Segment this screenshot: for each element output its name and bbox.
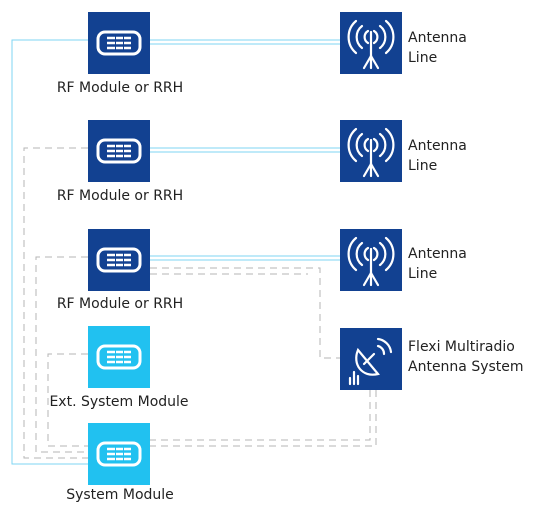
fmas-label-line1: Flexi Multiradio — [408, 339, 515, 355]
rf-module-icon — [96, 247, 142, 273]
ext-system-link — [47, 353, 88, 447]
rf-module-1 — [88, 12, 150, 74]
antenna-line-1 — [340, 12, 402, 74]
fmas-label: Flexi Multiradio Antenna System — [408, 337, 524, 377]
antenna-line-2 — [340, 120, 402, 182]
antenna-line-3-label-line1: Antenna — [408, 246, 467, 262]
ext-system-module-label: Ext. System Module — [49, 394, 189, 410]
antenna-line-2-label-line2: Line — [408, 158, 438, 174]
system-module — [88, 423, 150, 485]
rf-module-1-label: RF Module or RRH — [56, 80, 184, 96]
ext-system-module — [88, 326, 150, 388]
rf-module-2 — [88, 120, 150, 182]
rf-module-3-label: RF Module or RRH — [56, 296, 184, 312]
antenna-icon — [347, 236, 395, 287]
system-module-label: System Module — [66, 487, 174, 503]
rf2-system-link — [23, 147, 88, 459]
rf-module-3 — [88, 229, 150, 291]
antenna-line-1-label: Antenna Line — [408, 28, 467, 68]
antenna-line-2-label: Antenna Line — [408, 136, 467, 176]
ext-system-module-icon — [96, 344, 142, 370]
antenna-line-1-label-line2: Line — [408, 50, 438, 66]
antenna-line-3-label-line2: Line — [408, 266, 438, 282]
rf-module-icon — [96, 30, 142, 56]
rf-module-icon — [96, 138, 142, 164]
system-module-icon — [96, 441, 142, 467]
antenna-icon — [347, 19, 395, 70]
antenna-icon — [347, 127, 395, 178]
antenna-line-3-label: Antenna Line — [408, 244, 467, 284]
rf3-fmas-link — [150, 267, 340, 359]
rf-module-2-label: RF Module or RRH — [56, 188, 184, 204]
antenna-line-2-label-line1: Antenna — [408, 138, 467, 154]
antenna-line-3 — [340, 229, 402, 291]
fmas-label-line2: Antenna System — [408, 359, 524, 375]
rf1-system-link — [11, 39, 88, 465]
flexi-multiradio-antenna-system — [340, 328, 402, 390]
antenna-line-1-label-line1: Antenna — [408, 30, 467, 46]
satellite-dish-icon — [348, 337, 393, 386]
fmas-system-link — [150, 390, 377, 447]
rf3-system-link — [35, 256, 88, 453]
